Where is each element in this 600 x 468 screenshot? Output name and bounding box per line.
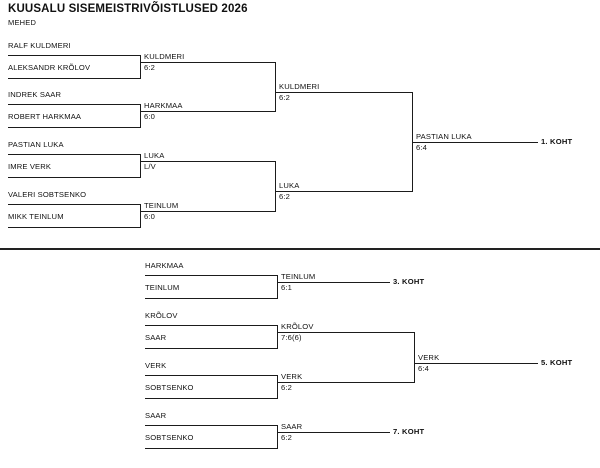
round1-match3-advance-line bbox=[140, 161, 276, 162]
round1-match3-bottom-player: IMRE VERK bbox=[8, 162, 52, 171]
round1-match4-score: 6:0 bbox=[144, 212, 156, 221]
round1-match1-winner: KULDMERI bbox=[144, 52, 185, 61]
fifth-final-winner: VERK bbox=[418, 353, 440, 362]
semifinal2-connector bbox=[275, 161, 276, 211]
page-title: KUUSALU SISEMEISTRIVÕISTLUSED 2026 bbox=[8, 3, 248, 15]
third-place-line bbox=[277, 282, 390, 283]
round1-match3-winner: LUKA bbox=[144, 151, 165, 160]
round1-match1-score: 6:2 bbox=[144, 63, 156, 72]
fifth-matchA-bottom-line bbox=[145, 348, 278, 349]
semifinal2-winner: LUKA bbox=[279, 181, 300, 190]
round1-match4-top-line bbox=[8, 204, 141, 205]
semifinal1-advance-line bbox=[275, 92, 413, 93]
round1-match4-bottom-player: MIKK TEINLUM bbox=[8, 212, 64, 221]
fifth-final-connector bbox=[414, 332, 415, 383]
round1-match2-score: 6:0 bbox=[144, 112, 156, 121]
third-place-score: 6:1 bbox=[281, 283, 293, 292]
round1-match4-bottom-line bbox=[8, 227, 141, 228]
round1-match2-winner: HARKMAA bbox=[144, 101, 183, 110]
final-score: 6:4 bbox=[416, 143, 428, 152]
fifth-place-line bbox=[414, 363, 538, 364]
round1-match2-advance-line bbox=[140, 111, 276, 112]
round1-match1-bottom-player: ALEKSANDR KRÕLOV bbox=[8, 63, 91, 72]
fifth-matchA-winner: KRÕLOV bbox=[281, 322, 314, 331]
round1-match3-score: L/V bbox=[144, 162, 156, 171]
round1-match2-top-player: INDREK SAAR bbox=[8, 90, 62, 99]
round1-match4-advance-line bbox=[140, 211, 276, 212]
fifth-matchA-top-player: KRÕLOV bbox=[145, 311, 178, 320]
third-place-bottom-line bbox=[145, 298, 278, 299]
round1-match3-connector bbox=[140, 154, 141, 178]
round1-match1-connector bbox=[140, 55, 141, 79]
seventh-place-bottom-line bbox=[145, 448, 278, 449]
seventh-place-score: 6:2 bbox=[281, 433, 293, 442]
round1-match1-top-line bbox=[8, 55, 141, 56]
placement-5: 5. KOHT bbox=[541, 358, 573, 367]
round1-match1-bottom-line bbox=[8, 78, 141, 79]
round1-match3-top-line bbox=[8, 154, 141, 155]
round1-match2-connector bbox=[140, 104, 141, 128]
semifinal1-connector bbox=[275, 62, 276, 112]
fifth-matchA-top-line bbox=[145, 325, 278, 326]
third-place-bottom-player: TEINLUM bbox=[145, 283, 180, 292]
fifth-matchA-bottom-player: SAAR bbox=[145, 333, 167, 342]
seventh-place-line bbox=[277, 432, 390, 433]
round1-match4-winner: TEINLUM bbox=[144, 201, 179, 210]
round1-match1-top-player: RALF KULDMERI bbox=[8, 41, 71, 50]
round1-match2-bottom-line bbox=[8, 127, 141, 128]
fifth-matchB-bottom-player: SOBTSENKO bbox=[145, 383, 194, 392]
fifth-matchB-winner: VERK bbox=[281, 372, 303, 381]
fifth-matchA-connector bbox=[277, 325, 278, 349]
seventh-place-top-player: SAAR bbox=[145, 411, 167, 420]
fifth-matchB-score: 6:2 bbox=[281, 383, 293, 392]
section-divider bbox=[0, 248, 600, 250]
seventh-place-winner: SAAR bbox=[281, 422, 303, 431]
round1-match2-top-line bbox=[8, 104, 141, 105]
third-place-winner: TEINLUM bbox=[281, 272, 316, 281]
placement-1: 1. KOHT bbox=[541, 137, 573, 146]
round1-match4-connector bbox=[140, 204, 141, 228]
round1-match1-advance-line bbox=[140, 62, 276, 63]
final-winner: PASTIAN LUKA bbox=[416, 132, 472, 141]
seventh-place-bottom-player: SOBTSENKO bbox=[145, 433, 194, 442]
seventh-place-top-line bbox=[145, 425, 278, 426]
round1-match3-bottom-line bbox=[8, 177, 141, 178]
seventh-place-connector bbox=[277, 425, 278, 449]
third-place-top-player: HARKMAA bbox=[145, 261, 184, 270]
fifth-matchB-advance-line bbox=[277, 382, 415, 383]
round1-match3-top-player: PASTIAN LUKA bbox=[8, 140, 64, 149]
fifth-matchB-bottom-line bbox=[145, 398, 278, 399]
placement-7: 7. KOHT bbox=[393, 427, 425, 436]
third-place-top-line bbox=[145, 275, 278, 276]
third-place-connector bbox=[277, 275, 278, 299]
fifth-matchB-top-player: VERK bbox=[145, 361, 167, 370]
fifth-matchA-advance-line bbox=[277, 332, 415, 333]
round1-match4-top-player: VALERI SOBTSENKO bbox=[8, 190, 87, 199]
fifth-final-score: 6:4 bbox=[418, 364, 430, 373]
round1-match2-bottom-player: ROBERT HARKMAA bbox=[8, 112, 82, 121]
fifth-matchA-score: 7:6(6) bbox=[281, 333, 302, 342]
semifinal1-score: 6:2 bbox=[279, 93, 291, 102]
fifth-matchB-connector bbox=[277, 375, 278, 399]
placement-3: 3. KOHT bbox=[393, 277, 425, 286]
semifinal2-score: 6:2 bbox=[279, 192, 291, 201]
semifinal2-advance-line bbox=[275, 191, 413, 192]
fifth-matchB-top-line bbox=[145, 375, 278, 376]
first-place-line bbox=[412, 142, 538, 143]
page-subtitle: MEHED bbox=[8, 18, 37, 27]
semifinal1-winner: KULDMERI bbox=[279, 82, 320, 91]
